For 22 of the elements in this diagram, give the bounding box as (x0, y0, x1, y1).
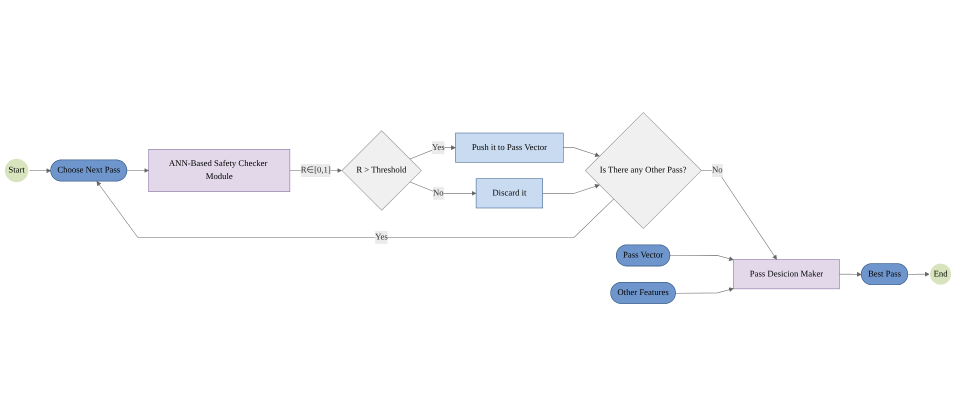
arrow (839, 272, 862, 277)
edge-label: No (433, 188, 444, 198)
arrow (908, 272, 930, 277)
node-box: Discard it (476, 178, 544, 208)
arrow (563, 147, 600, 157)
arrow (542, 184, 600, 194)
node-diamond: Is There any Other Pass? (584, 112, 702, 229)
node-circle: Start (4, 158, 30, 184)
arrow (670, 255, 734, 261)
edge-label: R∈[0,1] (300, 166, 331, 175)
node-box: ANN-Based Safety Checker Module (148, 149, 290, 192)
arrow (676, 287, 734, 294)
arrow (700, 170, 777, 260)
edge-label: Yes (375, 232, 388, 242)
edge-label: No (712, 166, 723, 175)
arrow (126, 168, 149, 173)
node-box: Push it to Pass Vector (455, 132, 564, 163)
node-box: Pass Desicion Maker (733, 259, 840, 290)
node-diamond: R > Threshold (342, 130, 422, 211)
edge-label: Yes (432, 142, 445, 152)
node-circle: End (928, 262, 952, 286)
arrow (28, 168, 52, 174)
